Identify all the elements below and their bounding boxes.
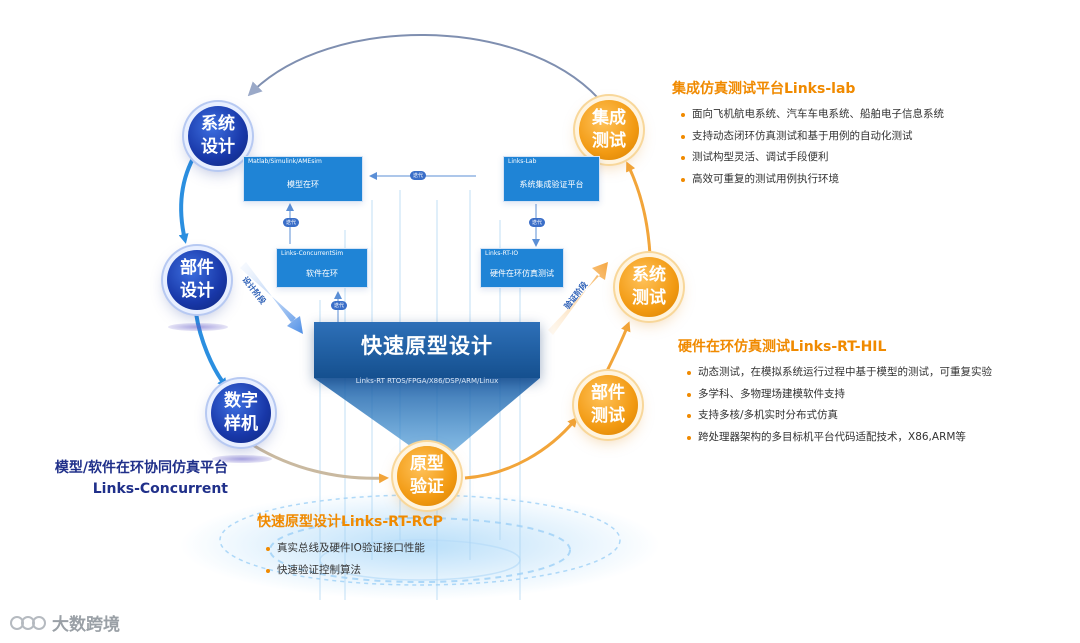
node-component-design[interactable]: 部件 设计 (167, 250, 227, 310)
watermark-logo-icon (10, 615, 46, 630)
iteration-tag: 迭代 (410, 171, 427, 180)
lab-panel-title: 集成仿真测试平台Links-lab (672, 81, 856, 97)
banner-subtitle: Links-RT RTOS/FPGA/X86/DSP/ARM/Linux (355, 377, 499, 385)
hil-panel-list: 动态测试，在模拟系统运行过程中基于模型的测试，可重复实验 多学科、多物理场建模软… (686, 362, 992, 448)
rcp-panel-list: 真实总线及硬件IO验证接口性能 快速验证控制算法 (265, 538, 425, 581)
box-software-in-loop[interactable]: Links-ConcurrentSim 软件在环 (276, 248, 368, 288)
node-system-design[interactable]: 系统 设计 (188, 106, 248, 166)
node-integration-test[interactable]: 集成 测试 (579, 100, 639, 160)
list-item: 动态测试，在模拟系统运行过程中基于模型的测试，可重复实验 (686, 362, 992, 384)
box-system-integration-platform[interactable]: Links-Lab 系统集成验证平台 (503, 156, 600, 202)
iteration-tag: 迭代 (529, 218, 546, 227)
node-shadow (212, 455, 272, 463)
node-prototype-verify[interactable]: 原型 验证 (397, 446, 457, 506)
list-item: 面向飞机航电系统、汽车车电系统、船舶电子信息系统 (680, 104, 944, 126)
box-header: Matlab/Simulink/AMEsim (244, 157, 362, 167)
box-body: 硬件在环仿真测试 (481, 259, 563, 287)
box-body: 软件在环 (277, 259, 367, 287)
list-item: 支持多核/多机实时分布式仿真 (686, 405, 992, 427)
box-header: Links-ConcurrentSim (277, 249, 367, 259)
node-system-test[interactable]: 系统 测试 (619, 257, 679, 317)
rcp-panel-title: 快速原型设计Links-RT-RCP (257, 514, 443, 530)
iteration-tag: 迭代 (331, 301, 348, 310)
box-hardware-in-loop[interactable]: Links-RT-IO 硬件在环仿真测试 (480, 248, 564, 288)
list-item: 跨处理器架构的多目标机平台代码适配技术，X86,ARM等 (686, 427, 992, 449)
watermark: 大数跨境 (8, 610, 120, 635)
rapid-prototype-banner: 快速原型设计 (314, 322, 540, 378)
banner-title: 快速原型设计 (361, 334, 493, 358)
node-digital-prototype[interactable]: 数字 样机 (211, 383, 271, 443)
hil-panel-title: 硬件在环仿真测试Links-RT-HIL (678, 339, 887, 355)
box-body: 模型在环 (244, 167, 362, 201)
concurrent-panel-title: 模型/软件在环协同仿真平台 (54, 460, 228, 476)
box-body: 系统集成验证平台 (504, 167, 599, 201)
list-item: 多学科、多物理场建模软件支持 (686, 384, 992, 406)
list-item: 高效可重复的测试用例执行环境 (680, 169, 944, 191)
lab-panel-list: 面向飞机航电系统、汽车车电系统、船舶电子信息系统 支持动态闭环仿真测试和基于用例… (680, 104, 944, 190)
list-item: 快速验证控制算法 (265, 560, 425, 582)
node-shadow (168, 323, 228, 331)
node-component-test[interactable]: 部件 测试 (578, 375, 638, 435)
list-item: 测试构型灵活、调试手段便利 (680, 147, 944, 169)
watermark-text: 大数跨境 (52, 615, 120, 635)
box-model-in-loop[interactable]: Matlab/Simulink/AMEsim 模型在环 (243, 156, 363, 202)
box-header: Links-Lab (504, 157, 599, 167)
list-item: 支持动态闭环仿真测试和基于用例的自动化测试 (680, 126, 944, 148)
list-item: 真实总线及硬件IO验证接口性能 (265, 538, 425, 560)
concurrent-panel-subtitle: Links-Concurrent (92, 481, 228, 497)
box-header: Links-RT-IO (481, 249, 563, 259)
iteration-tag: 迭代 (283, 218, 300, 227)
